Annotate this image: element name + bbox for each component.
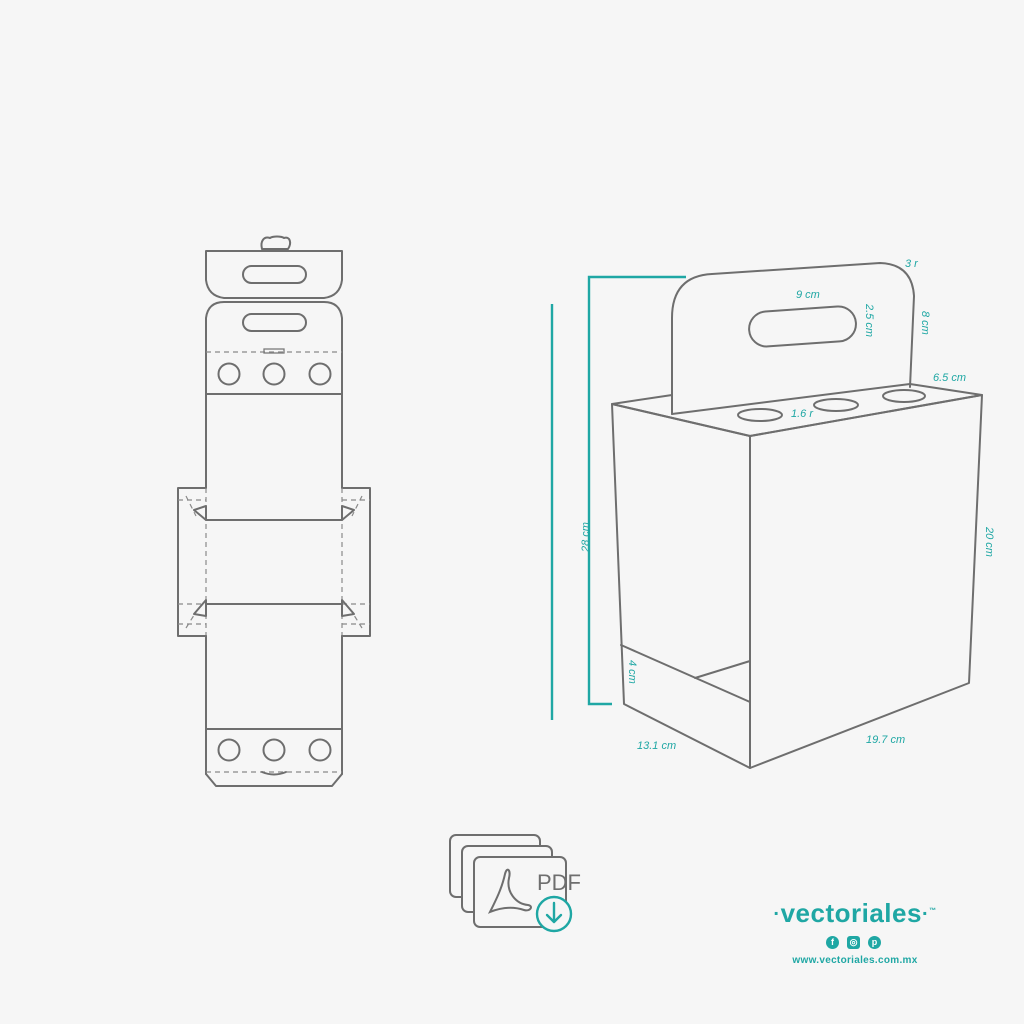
dim-width: 19.7 cm	[866, 734, 905, 746]
top-handle-flap	[205, 250, 343, 299]
pinterest-icon[interactable]: p	[868, 936, 881, 949]
top-tab-knob	[260, 235, 292, 250]
pdf-download-icon[interactable]: PDF	[449, 834, 581, 933]
top-flap-slot	[242, 265, 307, 284]
corner-notch	[341, 599, 355, 617]
download-arrow-icon	[545, 901, 563, 924]
box-left-face	[611, 403, 751, 769]
box-3d-view	[611, 262, 983, 769]
brand-logo: ·vectoriales·™	[773, 898, 937, 928]
top-hole-3	[882, 389, 926, 403]
corner-notch	[341, 505, 355, 521]
top-hole-2	[813, 398, 859, 412]
facebook-icon[interactable]: f	[826, 936, 839, 949]
base-edge	[620, 644, 751, 703]
brand-name: vectoriales	[780, 898, 922, 928]
upper-panel-slot	[242, 313, 307, 332]
flat-dieline	[177, 235, 371, 787]
dim-top-depth: 6.5 cm	[933, 372, 966, 384]
acrobat-icon	[487, 868, 532, 914]
bottle-hole-1	[217, 362, 241, 386]
height-bracket	[587, 275, 686, 706]
handle-hole	[748, 305, 857, 348]
dimension-lines	[550, 275, 686, 720]
dim-body-height: 20 cm	[983, 526, 995, 557]
dim-handle-radius: 3 r	[905, 258, 919, 270]
dim-hole-height: 2.5 cm	[863, 303, 875, 337]
instagram-icon[interactable]: ◎	[847, 936, 860, 949]
upper-handle-panel	[205, 301, 343, 395]
pdf-label: PDF	[537, 870, 581, 895]
social-links: f ◎ p	[826, 936, 881, 949]
bottle-hole-3	[308, 362, 332, 386]
dim-handle-width: 9 cm	[796, 289, 820, 301]
dim-depth: 13.1 cm	[637, 740, 676, 752]
corner-notch	[193, 599, 207, 617]
base-inner	[694, 660, 751, 703]
dim-hole-radius: 1.6 r	[791, 408, 814, 420]
bottle-hole-2	[262, 362, 286, 386]
bottle-hole-4	[217, 738, 241, 762]
trademark: ™	[929, 907, 937, 915]
left-wing	[177, 487, 207, 637]
top-hole-1	[737, 408, 783, 422]
dim-handle-height: 8 cm	[919, 311, 931, 335]
dim-total-height: 28 cm	[580, 522, 592, 553]
lock-tab	[261, 771, 287, 776]
dimension-labels: 3 r 9 cm 2.5 cm 8 cm 6.5 cm 1.6 r 20 cm …	[580, 258, 995, 752]
bottle-hole-6	[308, 738, 332, 762]
bottom-flap	[205, 773, 343, 787]
bottle-hole-5	[262, 738, 286, 762]
dim-base-height: 4 cm	[626, 660, 638, 684]
lock-slot	[263, 348, 285, 354]
corner-notch	[193, 505, 207, 521]
brand-url[interactable]: www.vectoriales.com.mx	[792, 955, 918, 966]
right-wing	[341, 487, 371, 637]
box-right-face	[749, 394, 983, 769]
box-handle	[671, 262, 915, 415]
